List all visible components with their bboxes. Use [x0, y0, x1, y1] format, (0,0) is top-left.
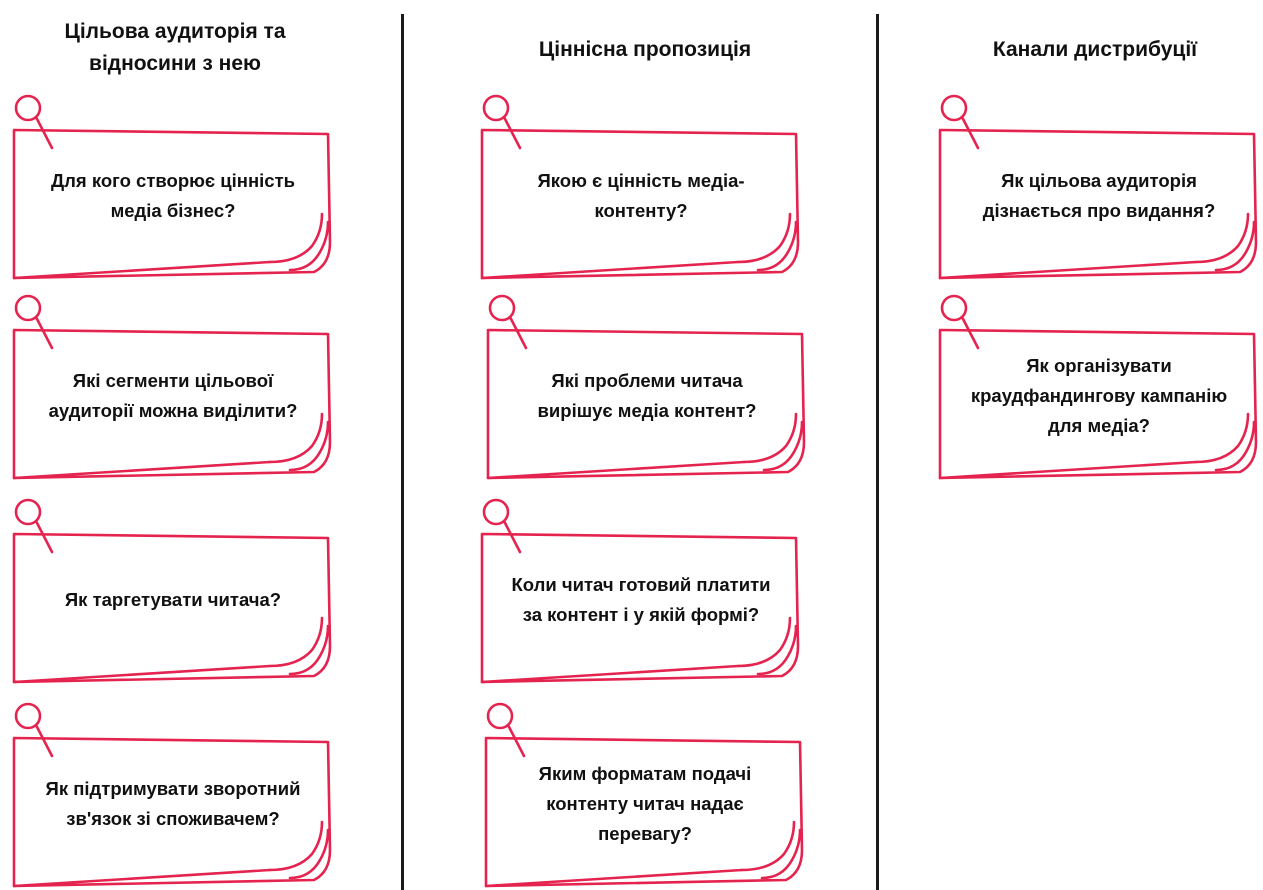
note-card-shape	[12, 532, 332, 684]
note-card-shape	[486, 328, 806, 480]
pin-icon	[14, 94, 54, 150]
card-question-text: Як організувати краудфандингову кампанію…	[970, 355, 1228, 436]
card-question-text: Якою є цінність медіа-контенту?	[537, 170, 745, 221]
pin-icon	[14, 498, 54, 554]
column-title-audience: Цільова аудиторія та відносини з нею	[64, 20, 286, 75]
question-card: Як підтримувати зворотний зв'язок зі спо…	[8, 700, 336, 888]
question-card: Які проблеми читача вирішує медіа контен…	[482, 292, 810, 480]
pin-icon	[482, 498, 522, 554]
note-card-shape	[480, 532, 800, 684]
column-divider-left	[401, 14, 404, 890]
pin-icon	[482, 94, 522, 150]
card-question-text: Коли читач готовий платити за контент і …	[511, 574, 771, 625]
note-card-shape	[480, 128, 800, 280]
question-card: Як таргетувати читача?	[8, 496, 336, 684]
question-card: Як організувати краудфандингову кампанію…	[934, 292, 1262, 480]
pin-icon	[940, 294, 980, 350]
card-question-text: Які проблеми читача вирішує медіа контен…	[537, 370, 757, 421]
pin-icon	[486, 702, 526, 758]
note-card-shape	[12, 736, 332, 888]
pin-icon	[14, 702, 54, 758]
card-question-text: Як цільова аудиторія дізнається про вида…	[982, 170, 1216, 221]
card-question-text: Як підтримувати зворотний зв'язок зі спо…	[45, 778, 301, 829]
card-question-text: Як таргетувати читача?	[64, 589, 282, 610]
pin-icon	[488, 294, 528, 350]
note-card-shape	[938, 328, 1258, 480]
column-divider-right	[876, 14, 879, 890]
column-title-channels: Канали дистрибуції	[992, 38, 1198, 61]
question-card: Яким форматам подачі контенту читач нада…	[480, 700, 808, 888]
note-card-shape	[12, 328, 332, 480]
note-card-shape	[938, 128, 1258, 280]
question-card: Коли читач готовий платити за контент і …	[476, 496, 804, 684]
note-card-shape	[12, 128, 332, 280]
pin-icon	[14, 294, 54, 350]
question-card: Для кого створює цінність медіа бізнес?	[8, 92, 336, 280]
pin-icon	[940, 94, 980, 150]
question-card: Які сегменти цільової аудиторії можна ви…	[8, 292, 336, 480]
card-question-text: Які сегменти цільової аудиторії можна ви…	[48, 370, 298, 421]
card-question-text: Для кого створює цінність медіа бізнес?	[50, 170, 296, 221]
question-card: Як цільова аудиторія дізнається про вида…	[934, 92, 1262, 280]
column-title-value: Ціннісна пропозиція	[538, 38, 752, 61]
question-card: Якою є цінність медіа-контенту?	[476, 92, 804, 280]
note-card-shape	[484, 736, 804, 888]
card-question-text: Яким форматам подачі контенту читач нада…	[538, 763, 752, 844]
